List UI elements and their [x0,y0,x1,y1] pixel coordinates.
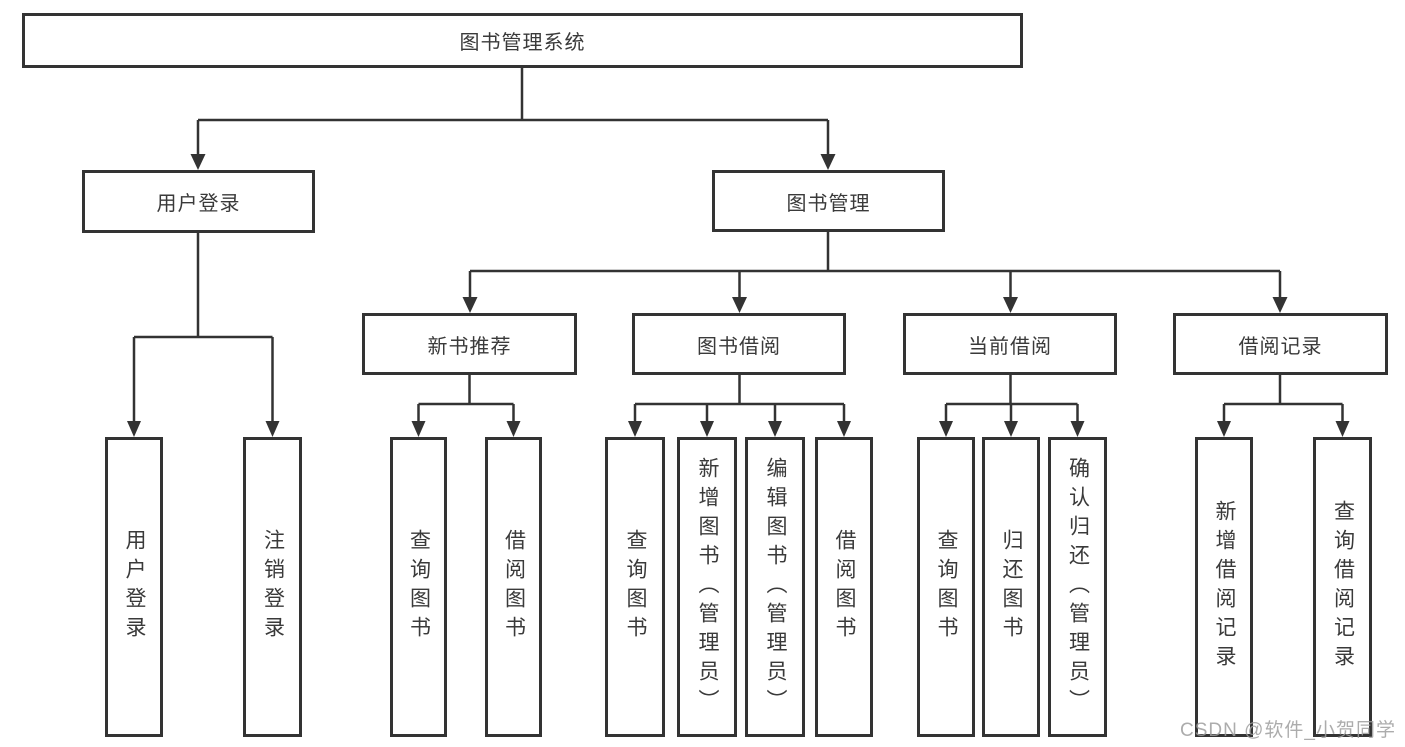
leaf-br-query-record: 查询借阅记录 [1313,437,1372,737]
node-borrowing-records: 借阅记录 [1173,313,1388,375]
connector-root-to-level2 [190,68,836,170]
node-book-borrowing: 图书借阅 [632,313,846,375]
leaf-bb-add-books-admin: 新增图书（管理员） [677,437,737,737]
leaf-nbr-query-books: 查询图书 [390,437,447,737]
arrowhead [820,154,836,170]
connector-current-borrow-children [939,375,1085,437]
arrowhead [190,154,206,170]
leaf-cb-query-books: 查询图书 [917,437,975,737]
arrowhead [1070,421,1085,437]
arrowhead [939,421,953,437]
leaf-user-login: 用户登录 [105,437,163,737]
arrowhead [1217,421,1231,437]
arrowhead [506,421,521,437]
node-current-borrowing: 当前借阅 [903,313,1117,375]
node-book-management: 图书管理 [712,170,945,232]
arrowhead [1004,421,1018,437]
arrowhead [411,421,426,437]
arrowhead [265,421,280,437]
arrowhead [837,421,851,437]
connector-new-book-rec-children [411,375,521,437]
connector-line [1222,375,1344,421]
connector-line [417,375,515,421]
leaf-bb-query-books: 查询图书 [605,437,665,737]
connector-line [944,375,1079,421]
arrowhead [462,297,478,313]
connector-line [132,233,274,421]
leaf-nbr-borrow-books: 借阅图书 [485,437,542,737]
arrowhead [732,297,747,313]
arrowhead [1335,421,1350,437]
connector-user-login-children [127,233,280,437]
leaf-bb-edit-books-admin: 编辑图书（管理员） [745,437,805,737]
csdn-watermark: CSDN @软件_小贺同学 [1180,720,1396,741]
connector-book-mgmt-sections [462,232,1288,313]
connector-borrow-records-children [1217,375,1350,437]
connector-line [468,232,1282,297]
node-user-login: 用户登录 [82,170,315,233]
connector-line [196,68,830,154]
arrowhead [1272,297,1288,313]
leaf-cb-return-books: 归还图书 [982,437,1040,737]
node-root: 图书管理系统 [22,13,1023,68]
leaf-cb-confirm-return-admin: 确认归还（管理员） [1048,437,1107,737]
connector-line [633,375,846,421]
leaf-bb-borrow-books: 借阅图书 [815,437,873,737]
connector-book-borrow-children [628,375,851,437]
node-new-book-recommendation: 新书推荐 [362,313,577,375]
arrowhead [1003,297,1018,313]
arrowhead [700,421,714,437]
arrowhead [768,421,782,437]
leaf-br-add-record: 新增借阅记录 [1195,437,1253,737]
leaf-logout: 注销登录 [243,437,302,737]
arrowhead [628,421,642,437]
arrowhead [127,421,141,437]
